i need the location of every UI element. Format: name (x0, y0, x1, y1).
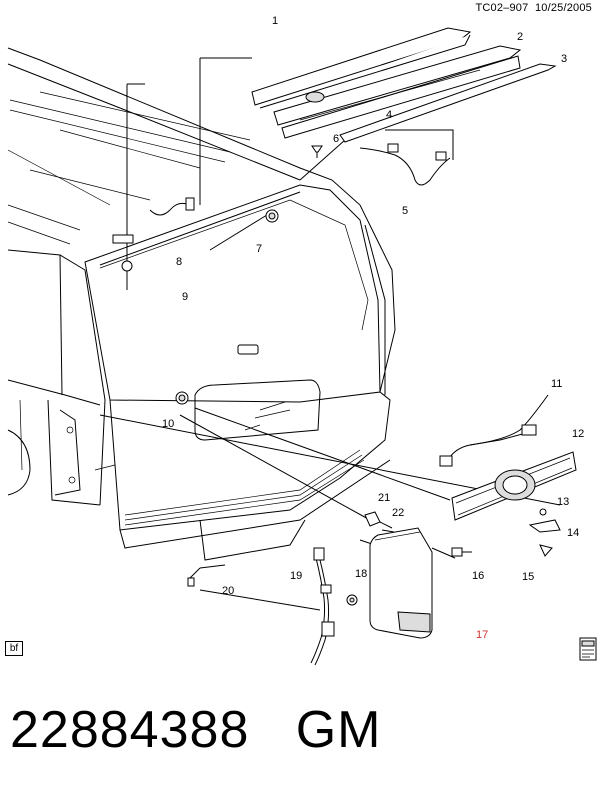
callout-5: 5 (402, 205, 408, 217)
part-grommet-18 (346, 594, 358, 606)
callout-20: 20 (222, 585, 234, 597)
part-bolt-9 (112, 234, 134, 272)
part-harness-20 (187, 564, 226, 587)
callout-3: 3 (561, 53, 567, 65)
callout-9: 9 (182, 291, 188, 303)
part-grommet-10 (175, 391, 189, 405)
callout-8: 8 (176, 256, 182, 268)
brand-label: GM (295, 701, 382, 759)
callout-12: 12 (572, 428, 584, 440)
part-applique (339, 63, 557, 143)
part-clip-13 (539, 508, 547, 516)
callout-13: 13 (557, 496, 569, 508)
part-clip-15 (539, 544, 553, 557)
part-socket-harness-19 (310, 547, 335, 666)
part-nut-21 (364, 511, 381, 527)
part-appliqué-panel-12 (451, 451, 577, 521)
vehicle-rear-view-diagram: 1 2 3 4 5 6 7 8 9 10 11 12 13 14 15 16 1… (7, 15, 597, 666)
part-wire-harness-8 (149, 197, 195, 216)
doc-ref: TC02–907 (475, 2, 529, 14)
part-spoiler (251, 27, 472, 109)
part-fastener-6 (311, 145, 323, 158)
callout-15: 15 (522, 571, 534, 583)
corner-tag: bf (5, 641, 23, 656)
book-manual-icon (579, 637, 597, 661)
callout-7: 7 (256, 243, 262, 255)
callout-labels: 1 2 3 4 5 6 7 8 9 10 11 12 13 14 15 16 1… (162, 15, 584, 641)
callout-14: 14 (567, 527, 579, 539)
callout-2: 2 (517, 31, 523, 43)
callout-16: 16 (472, 570, 484, 582)
doc-date: 10/25/2005 (534, 2, 592, 14)
callout-10: 10 (162, 418, 174, 430)
part-fastener-7 (265, 209, 279, 223)
callout-6: 6 (333, 133, 339, 145)
part-screw-16 (451, 547, 472, 557)
part-wire-harness-11 (439, 394, 549, 467)
callout-18: 18 (355, 568, 367, 580)
callout-19: 19 (290, 570, 302, 582)
callout-4: 4 (386, 109, 392, 121)
part-number: 22884388 (10, 701, 250, 759)
callout-21: 21 (378, 492, 390, 504)
part-spoiler-base (273, 45, 522, 139)
diagram-header: TC02–907 10/25/2005 (475, 2, 592, 14)
part-pin-22 (379, 521, 395, 533)
part-tail-lamp-17 (369, 527, 433, 639)
part-wire-harness-upper (359, 143, 451, 186)
part-number-footer: 22884388 GM (10, 700, 381, 760)
callout-22: 22 (392, 507, 404, 519)
part-bracket-14 (528, 519, 561, 533)
leader-lines (99, 57, 561, 611)
vehicle-body (7, 47, 396, 561)
callout-17: 17 (476, 629, 488, 641)
callout-1: 1 (272, 15, 278, 27)
callout-11: 11 (551, 378, 562, 390)
